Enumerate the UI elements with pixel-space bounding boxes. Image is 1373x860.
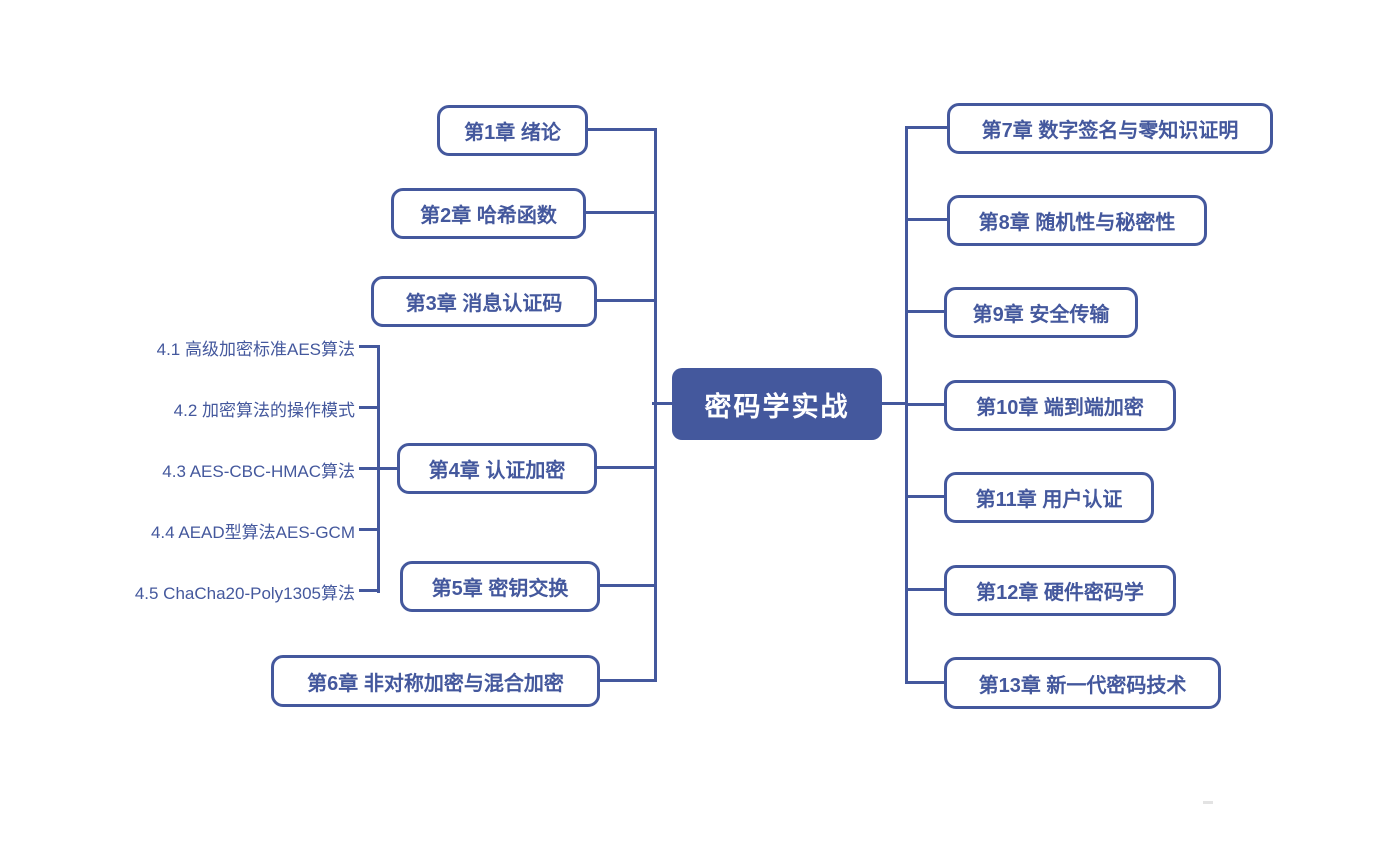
connector-ch9 [905,310,944,313]
connector-left-trunk [654,128,657,682]
connector-ch5 [600,584,657,587]
central-topic-label: 密码学实战 [704,391,850,422]
chapter-node-9: 第9章 安全传输 [944,287,1138,338]
chapter-node-11: 第11章 用户认证 [944,472,1154,523]
connector-ch10 [905,403,944,406]
chapter-label-10: 第10章 端到端加密 [976,397,1144,419]
connector-sub-41 [359,345,380,348]
subitem-4-1: 4.1 高级加密标准AES算法 [100,335,355,359]
chapter-node-6: 第6章 非对称加密与混合加密 [271,655,600,707]
chapter-label-3: 第3章 消息认证码 [405,293,563,315]
connector-ch7 [905,126,947,129]
connector-central-right [882,402,908,405]
chapter-label-8: 第8章 随机性与秘密性 [978,212,1176,234]
watermark-mark [1203,801,1213,804]
chapter-label-11: 第11章 用户认证 [975,489,1123,511]
subitem-4-2: 4.2 加密算法的操作模式 [100,396,355,420]
central-topic-node: 密码学实战 [672,368,882,440]
chapter-node-8: 第8章 随机性与秘密性 [947,195,1207,246]
chapter-node-12: 第12章 硬件密码学 [944,565,1176,616]
chapter-node-7: 第7章 数字签名与零知识证明 [947,103,1273,154]
chapter-node-3: 第3章 消息认证码 [371,276,597,327]
connector-sub-45 [359,589,380,592]
subitem-label-4-1: 4.1 高级加密标准AES算法 [156,339,355,359]
chapter-label-9: 第9章 安全传输 [972,304,1110,326]
connector-ch2 [586,211,657,214]
connector-ch13 [905,681,944,684]
connector-sub-44 [359,528,380,531]
chapter-label-12: 第12章 硬件密码学 [976,582,1144,604]
subitem-label-4-3: 4.3 AES-CBC-HMAC算法 [162,461,355,481]
subitem-label-4-2: 4.2 加密算法的操作模式 [173,400,355,420]
connector-sub-42 [359,406,380,409]
connector-ch4 [597,466,657,469]
chapter-label-1: 第1章 绪论 [464,122,561,144]
subitem-4-5: 4.5 ChaCha20-Poly1305算法 [100,579,355,603]
chapter-node-1: 第1章 绪论 [437,105,588,156]
chapter-node-13: 第13章 新一代密码技术 [944,657,1221,709]
chapter-label-5: 第5章 密钥交换 [431,578,569,600]
chapter-node-4: 第4章 认证加密 [397,443,597,494]
chapter-label-2: 第2章 哈希函数 [420,205,557,227]
connector-ch6 [600,679,657,682]
chapter-label-13: 第13章 新一代密码技术 [978,674,1187,697]
connector-central-left [652,402,672,405]
subitem-label-4-5: 4.5 ChaCha20-Poly1305算法 [134,583,355,603]
chapter-label-4: 第4章 认证加密 [428,460,566,482]
subitem-4-4: 4.4 AEAD型算法AES-GCM [100,518,355,542]
connector-ch1 [588,128,657,131]
chapter-node-10: 第10章 端到端加密 [944,380,1176,431]
subitem-label-4-4: 4.4 AEAD型算法AES-GCM [150,522,355,542]
chapter-label-6: 第6章 非对称加密与混合加密 [307,672,564,695]
chapter-label-7: 第7章 数字签名与零知识证明 [981,120,1239,142]
chapter-node-2: 第2章 哈希函数 [391,188,586,239]
connector-ch8 [905,218,947,221]
chapter-node-5: 第5章 密钥交换 [400,561,600,612]
connector-ch3 [597,299,657,302]
connector-ch11 [905,495,944,498]
subitem-4-3: 4.3 AES-CBC-HMAC算法 [100,457,355,481]
connector-ch12 [905,588,944,591]
connector-sub-43 [359,467,397,470]
